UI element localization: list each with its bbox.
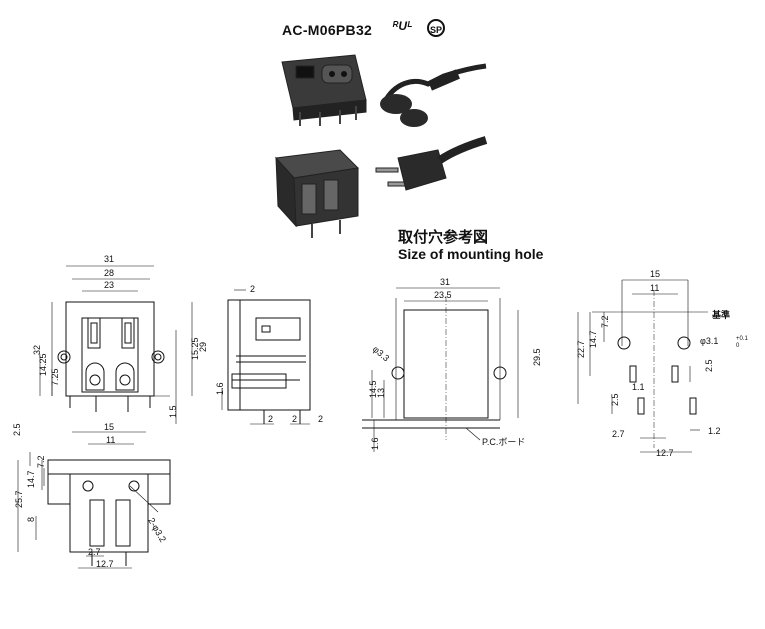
hole-dim-23-5: 23.5 (434, 290, 452, 300)
front-dim-23: 23 (104, 280, 114, 290)
pcb-tol-plus: +0.1 (736, 336, 749, 342)
front-view: 31 28 23 32 15.25 29 14.25 7.25 1.5 (32, 254, 208, 424)
hole-dim-31: 31 (440, 277, 450, 287)
front-dim-29: 29 (198, 342, 208, 352)
pcb-dim-1-1: 1.1 (632, 382, 645, 392)
pcb-datum-label: 基準 (711, 309, 730, 321)
hole-dim-1-6: 1.6 (370, 437, 380, 450)
pcb-dim-11: 11 (650, 283, 659, 293)
front-dim-32: 32 (32, 345, 42, 355)
csa-mark-icon: SP (427, 19, 445, 37)
pcb-dim-12-7: 12.7 (656, 448, 674, 458)
pcb-pattern-view: 15 11 基準 7.2 14.7 22.7 φ3.1 +0.1 0 1.1 2… (576, 269, 749, 458)
side-dim-2-a: 2 (268, 414, 273, 424)
front-dim-28: 28 (104, 268, 114, 278)
front-dim-15-25: 15.25 (190, 337, 200, 360)
front-dim-7-25: 7.25 (50, 368, 60, 386)
mounting-hole-title-en: Size of mounting hole (398, 246, 544, 262)
pcb-dim-22-7: 22.7 (576, 340, 586, 358)
side-dim-1-6: 1.6 (215, 382, 225, 395)
hole-dim-13: 13 (376, 388, 386, 398)
front-dim-1-5: 1.5 (168, 405, 178, 418)
side-dim-2-b: 2 (292, 414, 297, 424)
hole-dim-29-5: 29.5 (532, 348, 542, 366)
pcb-dim-14-7: 14.7 (588, 330, 598, 348)
mounting-hole-title-cn: 取付穴参考図 (398, 228, 489, 246)
plug-photo-bottom (375, 136, 488, 191)
model-title: AC-M06PB32 (282, 22, 373, 38)
side-view: 2 1.6 2 2 2 (215, 284, 323, 425)
mounting-hole-view: 31 23.5 φ3.3 29.5 14.5 13 1.6 P.C.ボード (362, 277, 542, 452)
hole-dim-phi3-3: φ3.3 (371, 344, 391, 363)
pcb-tol-zero: 0 (736, 343, 740, 349)
hole-pcb-label: P.C.ボード (482, 437, 525, 447)
socket-photo-top (281, 54, 367, 126)
socket-photo-bottom (274, 149, 360, 238)
bottom-dim-8: 8 (26, 517, 36, 522)
front-dim-31: 31 (104, 254, 114, 264)
bottom-dim-12-7: 12.7 (96, 559, 114, 569)
hole-dim-14-5: 14.5 (368, 380, 378, 398)
bottom-dim-15: 15 (104, 422, 114, 432)
bottom-dim-7-2: 7.2 (36, 455, 46, 468)
bottom-dim-14-7: 14.7 (26, 470, 36, 488)
front-dim-14-25: 14.25 (38, 353, 48, 376)
bottom-dim-2-5: 2.5 (12, 423, 22, 436)
pcb-dim-phi3-1: φ3.1 (700, 336, 718, 346)
pcb-dim-7-2: 7.2 (600, 315, 610, 328)
ul-mark-icon: ᴿUᴸ (392, 19, 413, 33)
side-dim-2-c: 2 (318, 414, 323, 424)
bottom-dim-2-7: 2.7 (88, 547, 101, 557)
pcb-dim-2-5-a: 2.5 (704, 359, 714, 372)
cord-photo-top (380, 63, 487, 127)
pcb-dim-1-2: 1.2 (708, 426, 721, 436)
pcb-dim-15: 15 (650, 269, 660, 279)
pcb-dim-2-5-b: 2.5 (610, 393, 620, 406)
bottom-dim-25-7: 25.7 (14, 490, 24, 508)
bottom-dim-11: 11 (106, 435, 115, 445)
bottom-view: 2.5 15 11 7.2 14.7 25.7 8 2.7 12.7 2-φ3.… (12, 422, 171, 569)
bottom-dim-2-phi3-2: 2-φ3.2 (146, 516, 168, 544)
pcb-dim-2-7: 2.7 (612, 429, 625, 439)
side-dim-2-top: 2 (250, 284, 255, 294)
